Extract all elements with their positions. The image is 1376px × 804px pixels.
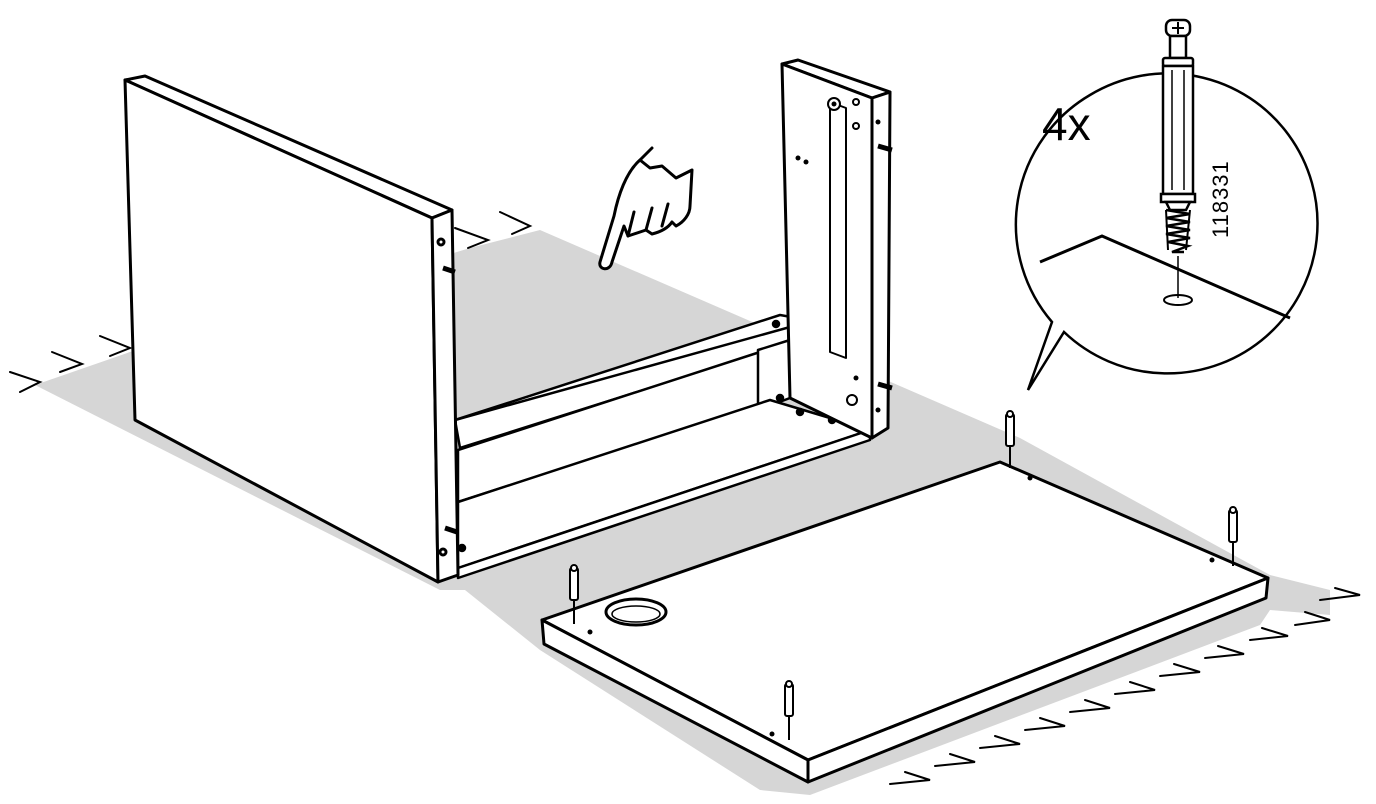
right-side-panel: [780, 58, 893, 440]
carpet-icon: [9, 211, 1361, 785]
quantity-label: 4x: [1042, 98, 1091, 150]
rail-hole: [771, 319, 781, 329]
left-side-panel: [123, 74, 460, 584]
detail-surface-edge: [1039, 234, 1291, 320]
part-number-label: 118331: [1208, 160, 1233, 238]
dowel-screw-2: [784, 680, 794, 740]
dowel-screw-3: [1005, 410, 1015, 468]
cam-rail: [829, 101, 847, 359]
dowel-screw-4: [1228, 506, 1238, 566]
dowel-screw-1: [569, 564, 579, 624]
detail-callout: 4x 118331: [1014, 18, 1319, 391]
hand-pointing-icon: [598, 146, 694, 271]
back-rail: [453, 313, 810, 450]
bottom-panel: [540, 460, 1270, 784]
cable-hole: [604, 597, 668, 627]
screw-118331-icon: [1159, 18, 1197, 254]
